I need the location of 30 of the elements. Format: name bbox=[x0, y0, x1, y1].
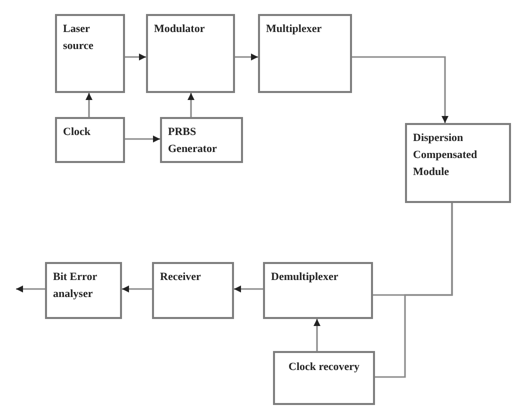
box-label: Dispersion Compensated Module bbox=[413, 131, 478, 180]
connector-arrow bbox=[86, 93, 92, 117]
process-box bbox=[146, 14, 235, 93]
process-box bbox=[263, 262, 373, 319]
box-label: PRBS Generator bbox=[168, 125, 218, 158]
box-label: Clock bbox=[63, 125, 90, 140]
box-label: Demultiplexer bbox=[271, 270, 338, 285]
process-box bbox=[258, 14, 352, 93]
process-box bbox=[273, 351, 375, 405]
connector-arrow bbox=[314, 319, 320, 351]
process-box bbox=[55, 117, 125, 163]
connector-arrow bbox=[234, 286, 263, 292]
box-label: Receiver bbox=[160, 270, 201, 285]
process-box bbox=[160, 117, 243, 163]
connector-arrow bbox=[125, 136, 160, 142]
process-box bbox=[45, 262, 122, 319]
box-label: Bit Error analyser bbox=[53, 270, 98, 302]
connector-arrow bbox=[122, 286, 152, 292]
box-label: Clock recovery bbox=[288, 360, 360, 375]
box-label: Laser source bbox=[63, 22, 94, 54]
box-label: Modulator bbox=[154, 22, 205, 37]
connector-arrow bbox=[16, 286, 45, 292]
connector-arrow bbox=[188, 93, 194, 117]
connector-arrow bbox=[125, 54, 146, 60]
box-label: Multiplexer bbox=[266, 22, 322, 37]
connector-arrow bbox=[352, 56, 448, 123]
connector-arrow bbox=[235, 54, 258, 60]
process-box bbox=[152, 262, 234, 319]
process-box bbox=[405, 123, 511, 203]
process-box bbox=[55, 14, 125, 93]
